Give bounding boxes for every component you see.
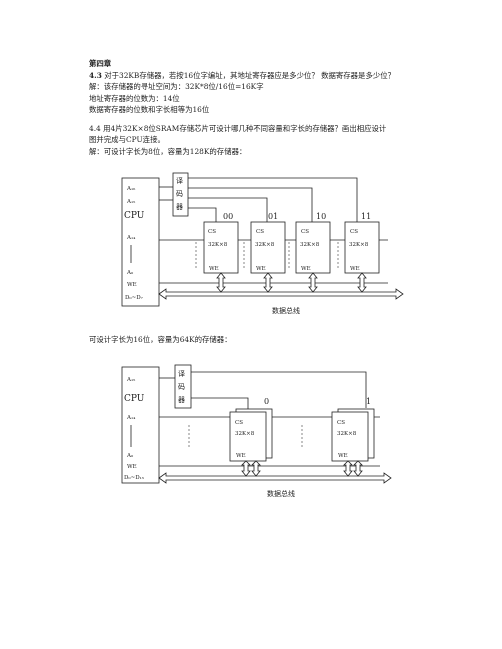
chip-we: WE [338, 453, 348, 459]
chapter-title: 第四章 [89, 59, 112, 68]
wire-decoder-out-0 [191, 397, 249, 412]
chip-cs: CS [350, 229, 358, 235]
chip-cs: CS [208, 229, 216, 235]
decoder-box [174, 364, 192, 409]
chip-size: 32K×8 [235, 431, 255, 437]
chip-label-11: 11 [361, 212, 371, 221]
chip-cs: CS [256, 229, 264, 235]
chip-cs: CS [337, 420, 345, 426]
chip-label-0: 0 [264, 397, 269, 406]
answer-line: 解：该存储器的寻址空间为：32K*8位/16位=16K字 [89, 82, 264, 91]
chip-we: WE [301, 266, 311, 272]
chip-00: CS 32K×8 WE [195, 221, 239, 274]
answer-line: 地址寄存器的位数为：14位 [89, 94, 180, 103]
pin-a0: A₀ [126, 270, 134, 276]
pin-a14: A₁₄ [126, 235, 136, 241]
decoder-char: 译 [178, 370, 185, 378]
pin-a14: A₁₄ [126, 415, 136, 421]
decoder-char: 码 [178, 383, 185, 391]
caption-16bit: 可设计字长为16位，容量为64K的存储器： [89, 335, 232, 344]
chip-cs: CS [301, 229, 309, 235]
cpu-box [121, 366, 160, 484]
decoder-char: 码 [176, 190, 183, 198]
chip-label-1: 1 [366, 397, 371, 406]
decoder-char: 器 [176, 203, 183, 211]
cpu-label: CPU [124, 394, 145, 404]
pin-a15: A₁₅ [126, 199, 135, 205]
wire-decoder-out-3 [188, 177, 358, 222]
data-bus-label: 数据总线 [267, 489, 295, 498]
pin-a16: A₁₆ [126, 186, 136, 192]
chip-size: 32K×8 [349, 242, 369, 248]
question-4-3: 4.3 对于32KB存储器，若按16位字编址，其地址寄存器应是多少位？ 数据寄存… [89, 71, 395, 81]
chip-size: 32K×8 [208, 242, 228, 248]
pin-we: WE [127, 464, 137, 470]
chip-we: WE [236, 453, 246, 459]
wire-decoder-out-2 [188, 187, 313, 222]
wire-decoder-out-1 [188, 197, 268, 222]
decoder-char: 器 [178, 396, 185, 404]
data-bus-label: 数据总线 [272, 306, 300, 315]
chip-label-10: 10 [316, 212, 326, 221]
pin-we: WE [127, 282, 137, 288]
chip-11: CS 32K×8 WE [337, 221, 380, 274]
chip-size: 32K×8 [255, 242, 275, 248]
data-bus-arrow [158, 288, 404, 300]
question-text: 对于32KB存储器，若按16位字编址，其地址寄存器应是多少位？ 数据寄存器是多少… [104, 71, 396, 80]
chip-bus-connectors [241, 460, 363, 477]
question-4-4: 4.4 用4片32K×8位SRAM存储芯片可设计哪几种不同容量和字长的存储器？画… [89, 124, 387, 133]
question-number: 4.3 [89, 71, 102, 80]
chip-we: WE [256, 266, 266, 272]
question-4-4-cont: 图并完成与CPU连接。 [89, 135, 165, 144]
chip-label-00: 00 [223, 212, 233, 221]
answer-line: 解：可设计字长为8位，容量为128K的存储器： [89, 147, 247, 156]
cpu-box [121, 177, 160, 307]
chip-10: CS 32K×8 WE [288, 221, 331, 274]
chip-pair-1: CS 32K×8 WE [301, 408, 375, 462]
chip-label-01: 01 [268, 212, 278, 221]
chip-we: WE [350, 266, 360, 272]
wire-decoder-out-0 [188, 207, 217, 222]
chip-bus-connectors [216, 272, 367, 293]
cpu-label: CPU [124, 211, 145, 221]
chip-01: CS 32K×8 WE [243, 221, 286, 274]
chip-pair-0: CS 32K×8 WE [188, 408, 273, 462]
chip-size: 32K×8 [337, 431, 357, 437]
decoder-char: 译 [176, 177, 183, 185]
pin-a15: A₁₅ [126, 377, 135, 383]
answer-line: 数据寄存器的位数和字长相等为16位 [89, 105, 210, 114]
pin-data: D₀~D₁₅ [124, 475, 144, 481]
chip-we: WE [209, 266, 219, 272]
decoder-box [172, 172, 189, 217]
pin-a0: A₀ [126, 453, 134, 459]
wire-decoder-out-1 [191, 371, 367, 408]
chip-size: 32K×8 [300, 242, 320, 248]
chip-cs: CS [235, 420, 243, 426]
pin-data: D₀~D₇ [125, 295, 144, 301]
data-bus-arrow [158, 472, 392, 484]
